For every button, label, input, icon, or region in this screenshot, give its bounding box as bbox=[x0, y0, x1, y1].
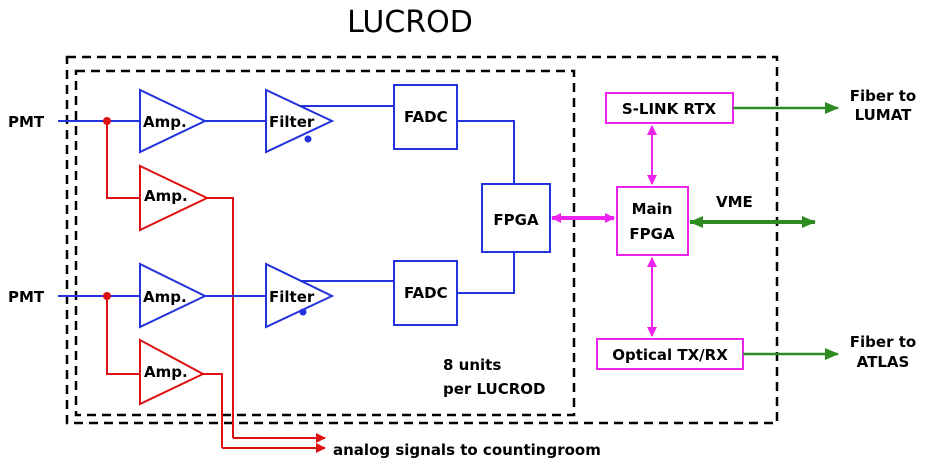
fadc-label-2: FADC bbox=[404, 284, 448, 302]
channel-2-signal-chain bbox=[58, 252, 515, 329]
main-fpga-block bbox=[616, 186, 689, 256]
amp-label-1: Amp. bbox=[143, 113, 187, 131]
main-fpga-label-line2: FPGA bbox=[629, 225, 675, 243]
filter-1-feedback-dot bbox=[304, 135, 312, 143]
fiber-atlas-label-line2: ATLAS bbox=[857, 353, 910, 371]
pmt-input-label-1: PMT bbox=[8, 113, 45, 131]
filter-label-1: Filter bbox=[269, 113, 315, 131]
unit-group-boundary bbox=[74, 69, 576, 417]
optical-txrx-block bbox=[596, 338, 744, 370]
optical-txrx-label: Optical TX/RX bbox=[612, 346, 728, 364]
unit-fpga-block bbox=[481, 183, 551, 253]
unit-fpga-label: FPGA bbox=[493, 211, 539, 229]
diagram-title: LUCROD bbox=[347, 5, 473, 40]
fiber-lumat-label-line1: Fiber to bbox=[850, 87, 916, 105]
pmt-input-label-2: PMT bbox=[8, 288, 45, 306]
channel-1-signal-chain bbox=[58, 84, 515, 184]
lucrod-board-boundary bbox=[65, 55, 779, 425]
fiber-lumat-label-line2: LUMAT bbox=[855, 106, 913, 124]
filter-2-feedback-dot bbox=[299, 308, 307, 316]
fadc-label-1: FADC bbox=[404, 108, 448, 126]
analog-output-label: analog signals to countingroom bbox=[333, 441, 601, 459]
channel-2-split-dot bbox=[103, 292, 111, 300]
fiber-atlas-label-line1: Fiber to bbox=[850, 333, 916, 351]
vme-label: VME bbox=[716, 193, 753, 211]
amp-label-analog-1: Amp. bbox=[144, 187, 188, 205]
slink-rtx-block bbox=[605, 92, 734, 124]
channel-1-split-dot bbox=[103, 117, 111, 125]
filter-label-2: Filter bbox=[269, 288, 315, 306]
units-per-lucrod-label: per LUCROD bbox=[443, 380, 546, 398]
amp-label-2: Amp. bbox=[143, 288, 187, 306]
main-fpga-label-line1: Main bbox=[632, 200, 673, 218]
amp-label-analog-2: Amp. bbox=[144, 363, 188, 381]
units-count-label: 8 units bbox=[443, 356, 501, 374]
channel-1-analog-branch bbox=[106, 121, 234, 438]
slink-rtx-label: S-LINK RTX bbox=[622, 100, 717, 118]
channel-2-analog-branch bbox=[106, 296, 223, 448]
